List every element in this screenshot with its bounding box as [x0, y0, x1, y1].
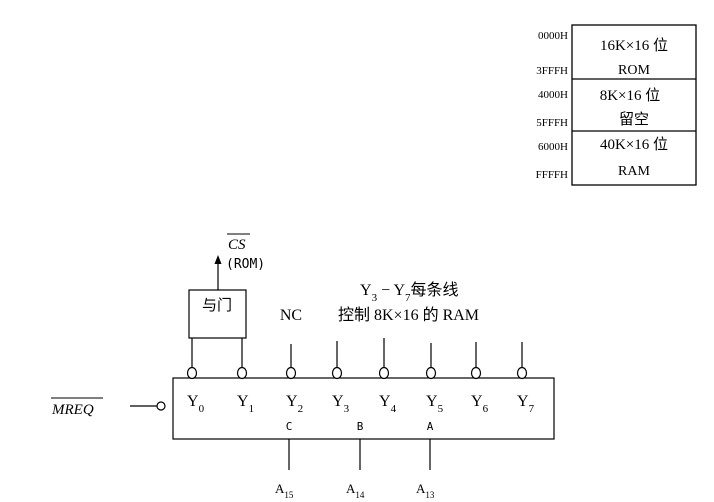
mreq-bubble — [156, 401, 166, 411]
output-bubble-y2 — [285, 366, 297, 380]
output-label-sub: 7 — [529, 403, 535, 415]
address-label-base: A — [275, 481, 285, 496]
select-label-c: C — [286, 420, 293, 433]
output-label-base: Y — [187, 393, 199, 410]
cs-signal-label: CS — [228, 237, 246, 253]
cs-arrow-head — [214, 255, 222, 264]
output-label-sub: 3 — [344, 403, 350, 415]
output-label-base: Y — [517, 393, 529, 410]
address-label-sub: 14 — [355, 490, 365, 500]
nc-label: NC — [280, 307, 302, 324]
output-label-sub: 6 — [483, 403, 489, 415]
output-label-y7: Y7 — [517, 393, 535, 415]
output-bubble-y1 — [236, 366, 248, 380]
memory-map: 0000H 3FFFH 16K×16 位 ROM 4000H 5FFFH 8K×… — [536, 24, 697, 186]
output-bubble-y3 — [331, 366, 343, 380]
memory-kind-2: RAM — [618, 164, 650, 179]
ram-note-dash: − Y — [377, 282, 405, 299]
output-label-sub: 2 — [298, 403, 304, 415]
decoder-box — [172, 377, 555, 440]
output-label-y1: Y1 — [237, 393, 254, 415]
and-gate: 与门 — [188, 289, 247, 368]
address-label-base: A — [346, 481, 356, 496]
output-label-base: Y — [426, 393, 438, 410]
memory-kind-1: 留空 — [619, 111, 649, 128]
ram-note: Y3 − Y7每条线 控制 8K×16 的 RAM — [338, 281, 479, 324]
output-label-y6: Y6 — [471, 393, 489, 415]
address-label-sub: 15 — [284, 490, 294, 500]
output-bubble-y7 — [516, 366, 528, 380]
output-label-sub: 5 — [438, 403, 444, 415]
ram-note-line1: Y3 − Y7每条线 — [360, 281, 459, 304]
output-label-base: Y — [379, 393, 391, 410]
addr-end-2: FFFFH — [536, 169, 568, 181]
addr-start-2: 6000H — [538, 141, 568, 153]
addr-end-1: 5FFFH — [536, 117, 568, 129]
output-label-sub: 4 — [391, 403, 397, 415]
memory-row-empty: 4000H 5FFFH 8K×16 位 留空 — [536, 87, 660, 129]
ram-note-y7-sub: 7 — [405, 292, 411, 304]
ram-note-y3-sub: 3 — [372, 292, 378, 304]
mreq-label: MREQ — [51, 402, 94, 418]
ram-note-tail: 每条线 — [411, 281, 459, 299]
output-label-base: Y — [332, 393, 344, 410]
output-label-base: Y — [237, 393, 249, 410]
ram-note-y3-base: Y — [360, 282, 372, 299]
output-label-base: Y — [471, 393, 483, 410]
output-label-y0: Y0 — [187, 393, 205, 415]
output-label-y3: Y3 — [332, 393, 350, 415]
cs-output: CS (ROM) — [214, 233, 265, 290]
addr-start-0: 0000H — [538, 30, 568, 42]
addr-start-1: 4000H — [538, 89, 568, 101]
address-label-sub: 13 — [425, 490, 435, 500]
output-bubble-y0 — [186, 366, 198, 380]
select-label-b: B — [357, 420, 364, 433]
memory-size-0: 16K×16 位 — [600, 37, 668, 54]
output-label-sub: 1 — [249, 403, 255, 415]
output-label-y5: Y5 — [426, 393, 444, 415]
output-label-base: Y — [286, 393, 298, 410]
output-bubble-y5 — [425, 366, 437, 380]
ram-note-line2: 控制 8K×16 的 RAM — [338, 306, 479, 324]
memory-kind-0: ROM — [618, 63, 650, 78]
output-bubble-y6 — [470, 366, 482, 380]
memory-row-ram: 6000H FFFFH 40K×16 位 RAM — [536, 136, 668, 181]
address-label-a15: A15 — [275, 481, 294, 500]
enable-input: MREQ — [51, 397, 166, 418]
address-label-a14: A14 — [346, 481, 365, 500]
memory-size-1: 8K×16 位 — [600, 87, 661, 104]
addr-end-0: 3FFFH — [536, 65, 568, 77]
address-label-a13: A13 — [416, 481, 435, 500]
and-gate-label: 与门 — [202, 296, 232, 314]
output-label-y2: Y2 — [286, 393, 303, 415]
output-bubble-y4 — [378, 366, 390, 380]
select-label-a: A — [427, 420, 434, 433]
output-label-y4: Y4 — [379, 393, 397, 415]
cs-rom-note: (ROM) — [226, 257, 265, 272]
output-label-sub: 0 — [199, 403, 205, 415]
address-label-base: A — [416, 481, 426, 496]
memory-row-rom: 0000H 3FFFH 16K×16 位 ROM — [536, 30, 668, 78]
memory-size-2: 40K×16 位 — [600, 136, 668, 153]
